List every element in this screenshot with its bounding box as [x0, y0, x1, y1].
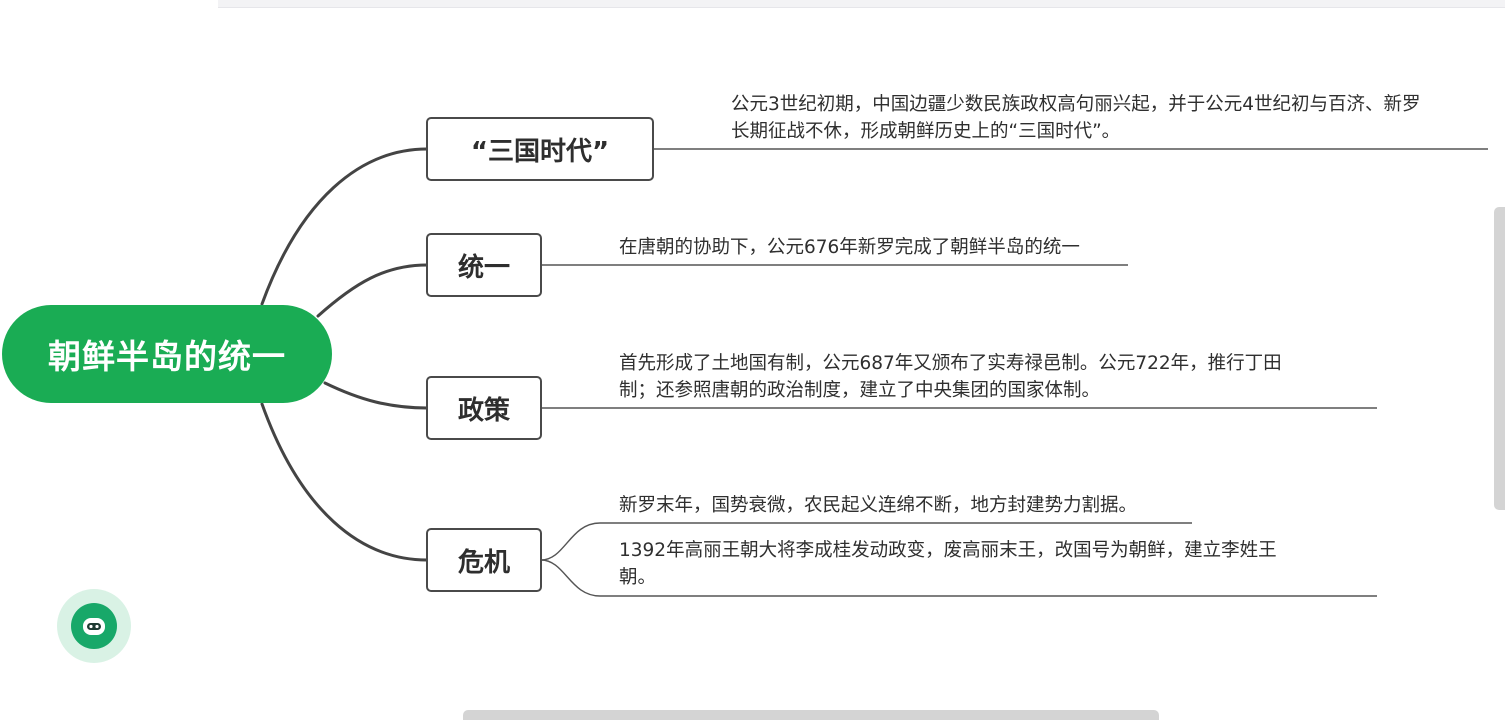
note-line: 首先形成了土地国有制，公元687年又颁布了实寿禄邑制。公元722年，推行丁田 [619, 353, 1282, 374]
connector-weiji-fork-b [540, 559, 1377, 597]
note-weiji-b[interactable]: 1392年高丽王朝大将李成桂发动政变，废高丽末王，改国号为朝鲜，建立李姓王 朝。 [619, 537, 1277, 591]
note-tongyi[interactable]: 在唐朝的协助下，公元676年新罗完成了朝鲜半岛的统一 [619, 234, 1080, 261]
connector-root-to-zhengce [323, 381, 429, 410]
note-line: 长期征战不休，形成朝鲜历史上的“三国时代”。 [731, 121, 1121, 142]
connector-weiji-fork-a [540, 522, 1192, 561]
note-line: 在唐朝的协助下，公元676年新罗完成了朝鲜半岛的统一 [619, 237, 1080, 258]
connector-root-to-weiji [260, 402, 429, 562]
topic-zhengce[interactable]: 政策 [426, 376, 542, 440]
note-weiji-a[interactable]: 新罗末年，国势衰微，农民起义连绵不断，地方封建势力割据。 [619, 492, 1137, 519]
vertical-scrollbar-thumb[interactable] [1494, 207, 1505, 510]
connector-root-to-tongyi [316, 263, 429, 318]
topic-tongyi[interactable]: 统一 [426, 233, 542, 297]
root-topic[interactable]: 朝鲜半岛的统一 [2, 305, 332, 403]
topic-sanguo[interactable]: “三国时代” [426, 117, 654, 181]
assistant-button-inner [71, 603, 117, 649]
note-zhengce[interactable]: 首先形成了土地国有制，公元687年又颁布了实寿禄邑制。公元722年，推行丁田 制… [619, 350, 1282, 404]
robot-icon [83, 618, 105, 635]
note-line: 1392年高丽王朝大将李成桂发动政变，废高丽末王，改国号为朝鲜，建立李姓王 [619, 540, 1277, 561]
note-line: 朝。 [619, 567, 657, 588]
assistant-button[interactable] [57, 589, 131, 663]
top-toolbar-strip [218, 0, 1505, 8]
topic-weiji[interactable]: 危机 [426, 528, 542, 592]
note-sanguo[interactable]: 公元3世纪初期，中国边疆少数民族政权高句丽兴起，并于公元4世纪初与百济、新罗 长… [731, 91, 1421, 145]
note-line: 制；还参照唐朝的政治制度，建立了中央集团的国家体制。 [619, 380, 1101, 401]
connector-root-to-sanguo [260, 147, 429, 306]
horizontal-scrollbar-thumb[interactable] [463, 710, 1159, 720]
note-line: 公元3世纪初期，中国边疆少数民族政权高句丽兴起，并于公元4世纪初与百济、新罗 [731, 94, 1421, 115]
note-line: 新罗末年，国势衰微，农民起义连绵不断，地方封建势力割据。 [619, 495, 1138, 516]
